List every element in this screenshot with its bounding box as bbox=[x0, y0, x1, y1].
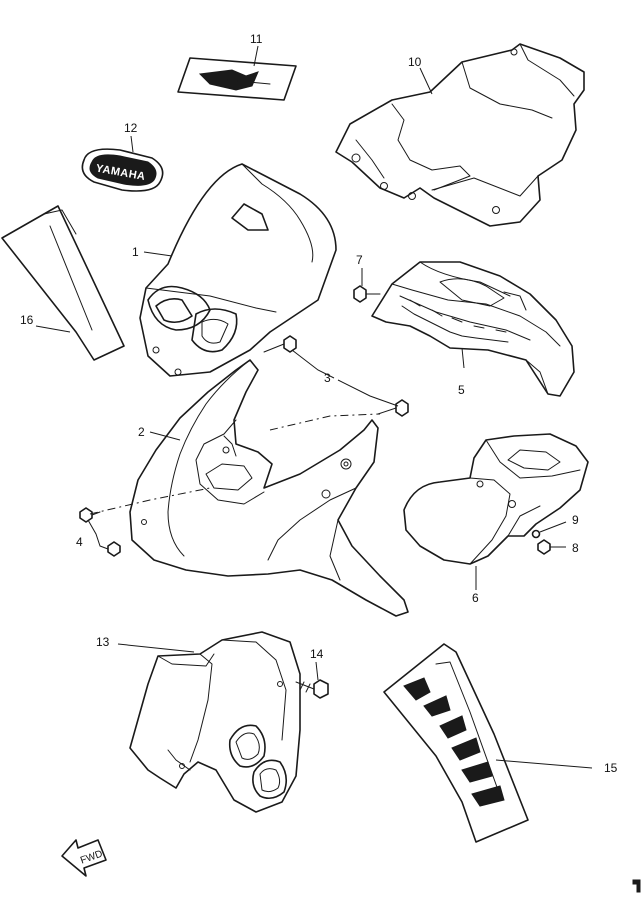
part-7-bolt bbox=[353, 285, 381, 303]
leader-4 bbox=[87, 519, 101, 547]
part-14-bolt bbox=[295, 679, 329, 699]
guide-line-a bbox=[89, 487, 211, 515]
leader-1 bbox=[143, 251, 173, 257]
callout-1: 1 bbox=[132, 245, 139, 259]
callout-13: 13 bbox=[96, 635, 110, 649]
callout-10: 10 bbox=[408, 55, 422, 69]
corner-mark bbox=[632, 879, 641, 893]
leader-15 bbox=[495, 759, 593, 769]
part-12-emblem: YAMAHA bbox=[81, 148, 164, 192]
callout-7: 7 bbox=[356, 253, 363, 267]
callout-12: 12 bbox=[124, 121, 138, 135]
leader-13 bbox=[117, 643, 195, 653]
part-6-inner-cover bbox=[403, 433, 589, 565]
part-2-front-lower-cover bbox=[129, 359, 409, 617]
leader-9 bbox=[539, 521, 567, 533]
guide-line-b bbox=[269, 413, 381, 431]
part-3-screws bbox=[263, 335, 409, 417]
callout-4: 4 bbox=[76, 535, 83, 549]
leader-5 bbox=[461, 347, 465, 369]
fwd-arrow-icon: FWD bbox=[61, 839, 107, 877]
callout-14: 14 bbox=[310, 647, 324, 661]
callout-16: 16 bbox=[20, 313, 34, 327]
part-9-washer bbox=[531, 529, 541, 539]
leader-12 bbox=[130, 135, 134, 153]
part-4-screws bbox=[79, 507, 121, 557]
leader-16 bbox=[35, 325, 71, 333]
leader-10 bbox=[419, 67, 433, 95]
callout-6: 6 bbox=[472, 591, 479, 605]
callout-3: 3 bbox=[324, 371, 331, 385]
callout-8: 8 bbox=[572, 541, 579, 555]
callout-11: 11 bbox=[250, 32, 263, 46]
part-13-headlight-cover bbox=[129, 631, 301, 813]
part-15-decal bbox=[383, 643, 529, 843]
callout-5: 5 bbox=[458, 383, 465, 397]
leader-3a bbox=[291, 349, 335, 379]
callout-9: 9 bbox=[572, 513, 579, 527]
part-10-inner-cover bbox=[335, 43, 585, 227]
part-16-side-decal bbox=[1, 205, 125, 361]
leader-3b bbox=[337, 379, 399, 407]
part-1-front-cover bbox=[139, 163, 337, 377]
callout-15: 15 bbox=[604, 761, 618, 775]
part-11-decal bbox=[177, 57, 297, 101]
fwd-label: FWD bbox=[79, 849, 104, 867]
part-5-meter-cover bbox=[371, 261, 575, 397]
leader-11 bbox=[253, 45, 259, 67]
leader-14 bbox=[315, 661, 319, 681]
part-8-screw bbox=[537, 539, 551, 555]
callout-2: 2 bbox=[138, 425, 145, 439]
leader-2 bbox=[149, 431, 181, 441]
